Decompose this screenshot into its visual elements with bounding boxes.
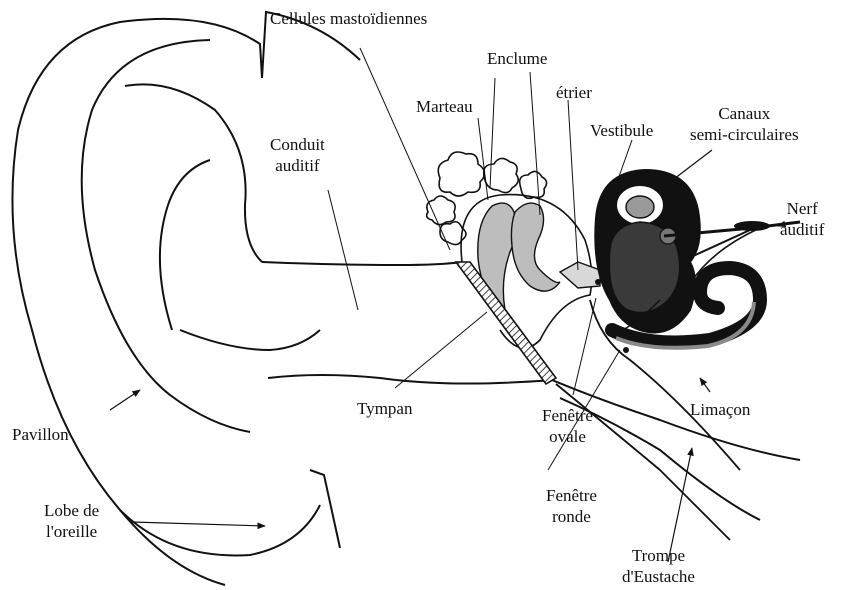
label-tympan: Tympan	[357, 398, 412, 419]
label-enclume: Enclume	[487, 48, 547, 69]
label-etrier: étrier	[556, 82, 592, 103]
label-nerf-auditif: Nerf auditif	[780, 198, 824, 240]
label-fenetre-ovale: Fenêtre ovale	[542, 405, 593, 447]
label-conduit-auditif: Conduit auditif	[270, 134, 325, 176]
label-pavillon: Pavillon	[12, 424, 69, 445]
label-lobe-de-loreille: Lobe de l'oreille	[44, 500, 99, 542]
label-marteau: Marteau	[416, 96, 473, 117]
ossicles	[478, 203, 600, 310]
inner-ear	[595, 170, 800, 353]
label-trompe-deustache: Trompe d'Eustache	[622, 545, 695, 587]
label-vestibule: Vestibule	[590, 120, 653, 141]
label-limacon: Limaçon	[690, 399, 750, 420]
label-cellules-mastoidiennes: Cellules mastoïdiennes	[270, 8, 427, 29]
label-canaux-semi-circulaires: Canaux semi-circulaires	[690, 103, 799, 145]
label-fenetre-ronde: Fenêtre ronde	[546, 485, 597, 527]
